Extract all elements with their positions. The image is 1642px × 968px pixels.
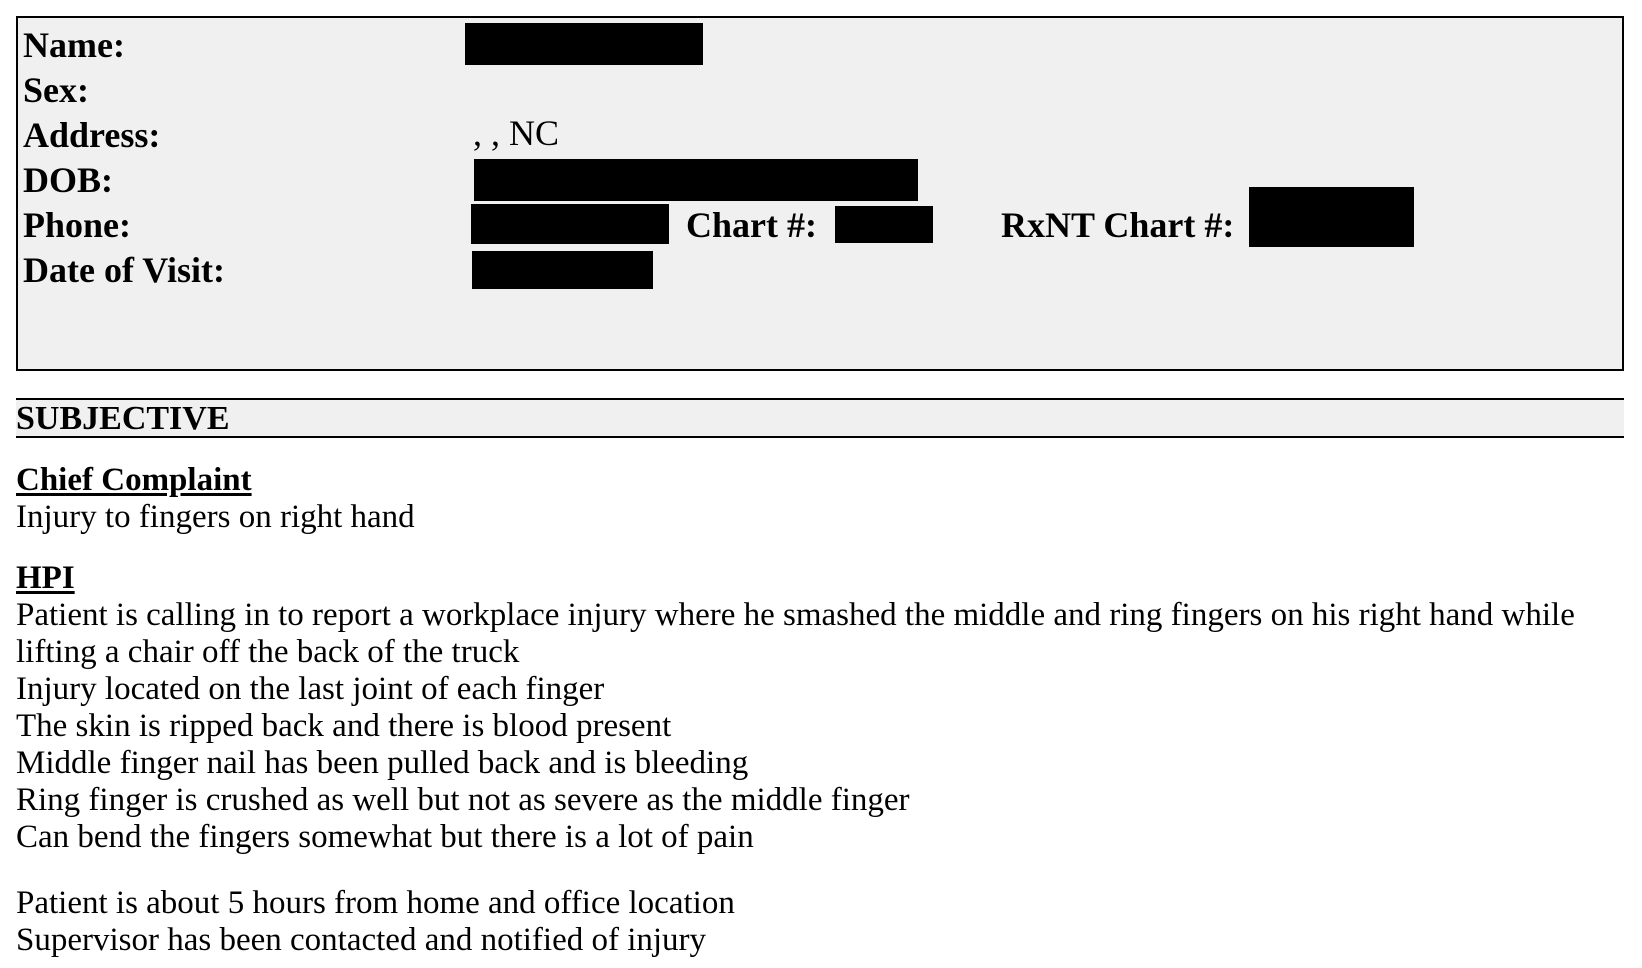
date-of-visit-label: Date of Visit: [23, 250, 225, 290]
section-title: SUBJECTIVE [16, 400, 230, 437]
chief-complaint-text: Injury to fingers on right hand [16, 499, 415, 535]
phone-label: Phone: [23, 205, 131, 245]
dob-redaction [474, 159, 918, 201]
hpi-line: lifting a chair off the back of the truc… [16, 634, 520, 670]
name-label: Name: [23, 25, 125, 65]
date-of-visit-redaction [472, 251, 653, 289]
address-label: Address: [23, 115, 161, 155]
hpi-line: The skin is ripped back and there is blo… [16, 708, 672, 744]
hpi-line: Middle finger nail has been pulled back … [16, 745, 749, 781]
address-value: , , NC [473, 113, 560, 153]
hpi-line: Injury located on the last joint of each… [16, 671, 605, 707]
rxnt-chart-label: RxNT Chart #: [1001, 205, 1235, 245]
subjective-section-bar: SUBJECTIVE [16, 398, 1624, 438]
hpi-extra-line: Patient is about 5 hours from home and o… [16, 885, 735, 921]
hpi-line: Can bend the fingers somewhat but there … [16, 819, 754, 855]
chart-label: Chart #: [686, 205, 817, 245]
dob-label: DOB: [23, 160, 113, 200]
name-redaction [465, 23, 703, 65]
hpi-line: Ring finger is crushed as well but not a… [16, 782, 910, 818]
phone-redaction [471, 204, 669, 244]
hpi-extra-line: Supervisor has been contacted and notifi… [16, 922, 707, 958]
patient-header: Name: Sex: Address: , , NC DOB: Phone: C… [16, 16, 1624, 371]
rxnt-chart-redaction [1249, 187, 1414, 247]
sex-label: Sex: [23, 70, 89, 110]
chart-redaction [835, 206, 933, 243]
hpi-heading: HPI [16, 560, 75, 596]
hpi-line: Patient is calling in to report a workpl… [16, 597, 1575, 633]
chief-complaint-heading: Chief Complaint [16, 462, 252, 498]
